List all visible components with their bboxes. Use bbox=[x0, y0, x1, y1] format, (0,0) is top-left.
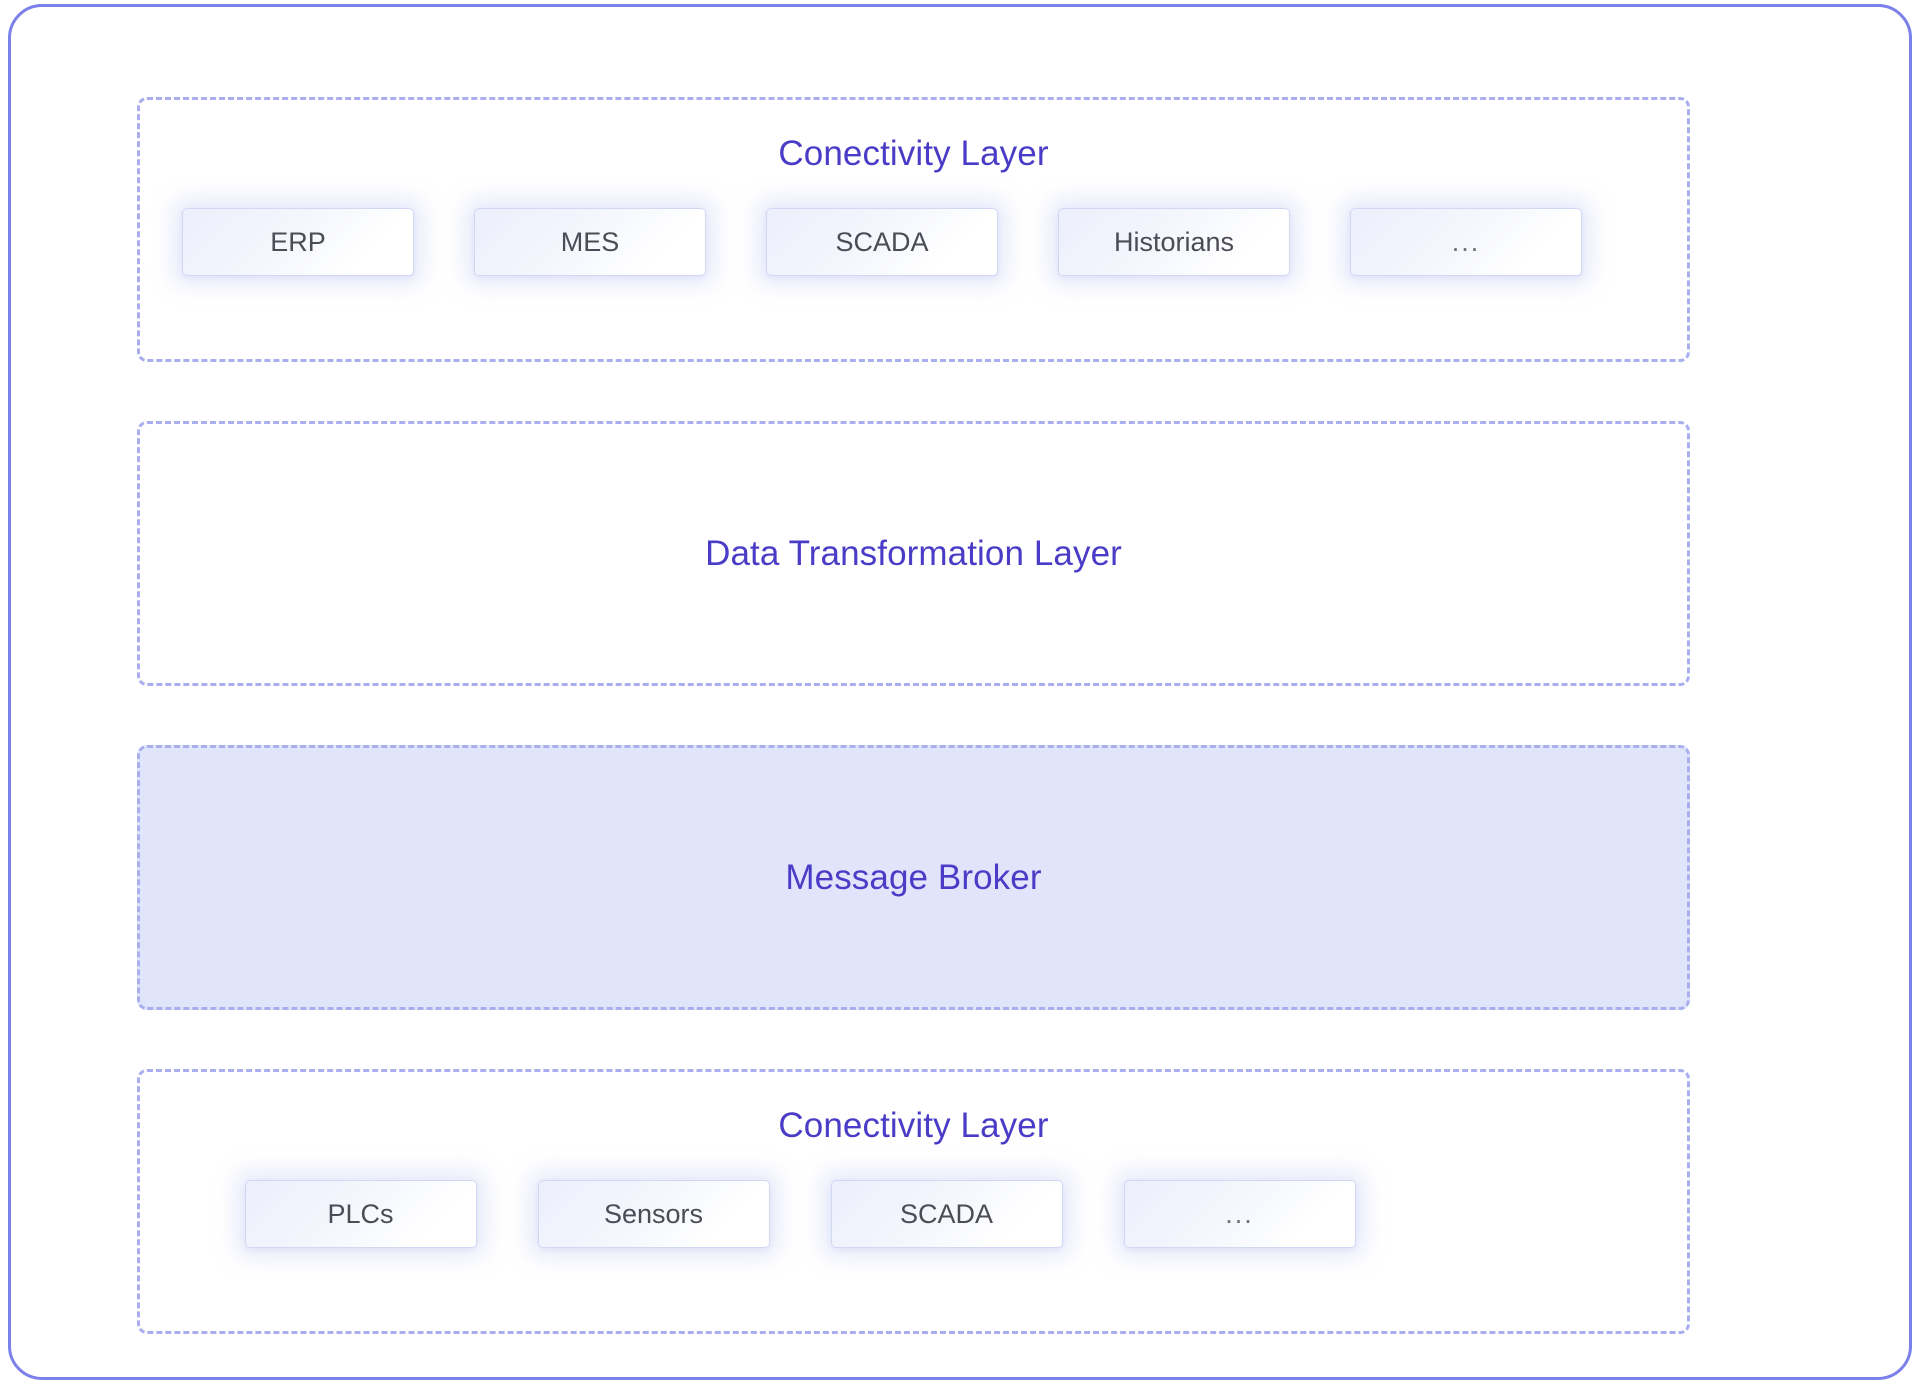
node-label-sensors: Sensors bbox=[603, 1198, 704, 1229]
layer-message-broker[interactable]: Message Broker bbox=[137, 745, 1690, 1010]
node-label-scada-top: SCADA bbox=[835, 226, 929, 257]
node-sensors[interactable]: Sensors bbox=[537, 1180, 770, 1248]
node-label-plcs: PLCs bbox=[327, 1198, 394, 1229]
node-historians[interactable]: Historians bbox=[1058, 208, 1290, 276]
node-label-mes: MES bbox=[560, 226, 620, 257]
node-scada-top[interactable]: SCADA bbox=[766, 208, 998, 276]
node-mes[interactable]: MES bbox=[474, 208, 706, 276]
layer-data-transformation[interactable]: Data Transformation Layer bbox=[137, 421, 1690, 686]
layer-connectivity-top[interactable]: Conectivity Layer ERP MES SCADA Historia… bbox=[137, 97, 1690, 362]
node-more-bottom[interactable]: ... bbox=[1123, 1180, 1356, 1248]
layer-connectivity-bottom[interactable]: Conectivity Layer PLCs Sensors SCADA ... bbox=[137, 1069, 1690, 1334]
node-more-top[interactable]: ... bbox=[1350, 208, 1582, 276]
architecture-diagram-container: Conectivity Layer ERP MES SCADA Historia… bbox=[8, 4, 1912, 1380]
layer-stack: Conectivity Layer ERP MES SCADA Historia… bbox=[137, 97, 1690, 1334]
node-label-more-top: ... bbox=[1451, 226, 1481, 257]
node-label-more-bottom: ... bbox=[1225, 1198, 1254, 1229]
node-row-connectivity-top: ERP MES SCADA Historians ... bbox=[98, 208, 1729, 276]
layer-title-data-transformation: Data Transformation Layer bbox=[705, 533, 1122, 573]
layer-title-connectivity-bottom: Conectivity Layer bbox=[778, 1106, 1049, 1145]
node-label-erp: ERP bbox=[270, 226, 326, 257]
node-row-connectivity-bottom: PLCs Sensors SCADA ... bbox=[36, 1180, 1792, 1248]
node-plcs[interactable]: PLCs bbox=[244, 1180, 477, 1248]
layer-title-connectivity-top: Conectivity Layer bbox=[778, 134, 1049, 173]
node-erp[interactable]: ERP bbox=[182, 208, 414, 276]
layer-title-message-broker: Message Broker bbox=[785, 857, 1042, 897]
node-scada-bottom[interactable]: SCADA bbox=[830, 1180, 1063, 1248]
node-label-scada-bottom: SCADA bbox=[899, 1198, 994, 1229]
node-label-historians: Historians bbox=[1113, 226, 1235, 257]
